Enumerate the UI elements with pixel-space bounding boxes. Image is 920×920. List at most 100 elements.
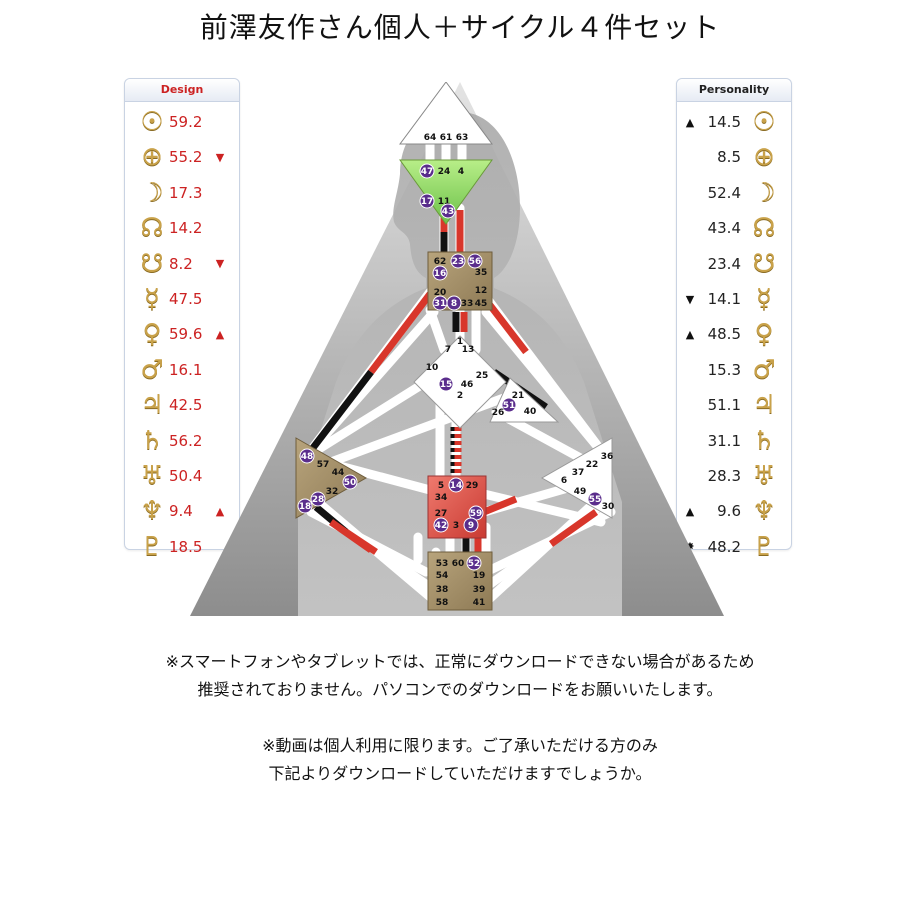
- mercury-icon: ☿: [144, 284, 160, 314]
- gate-label: 33: [461, 299, 474, 309]
- gate-activation-marker: [467, 253, 483, 269]
- gate-label: 29: [466, 481, 479, 491]
- mars-icon: ♂: [752, 354, 776, 385]
- personality-row: ✸48.2♇: [677, 532, 781, 562]
- gate-label: 15: [440, 380, 453, 390]
- mars-icon: ♂: [140, 354, 164, 385]
- gate-label: 30: [602, 502, 615, 512]
- head-center: [399, 82, 493, 145]
- design-row: ☋8.2▼: [135, 249, 239, 279]
- mercury-icon: ☿: [756, 284, 772, 314]
- design-row: ♅50.4: [135, 461, 239, 491]
- g-center: [413, 335, 507, 429]
- gate-label: 34: [435, 493, 448, 503]
- personality-value: 23.4: [707, 254, 741, 273]
- design-row: ⊕55.2▼: [135, 142, 239, 172]
- personality-row: 28.3♅: [677, 461, 781, 491]
- gate-label: 58: [436, 598, 449, 608]
- personality-arrow-icon: ▲: [685, 115, 695, 129]
- personality-arrow-icon: ▼: [685, 292, 695, 306]
- gate-label: 12: [475, 286, 488, 296]
- page-title: 前澤友作さん個人＋サイクル４件セット: [199, 11, 721, 44]
- earth-icon: ⊕: [141, 142, 163, 173]
- gate-label: 50: [344, 478, 357, 488]
- personality-value: 8.5: [717, 148, 741, 167]
- design-row: ♀59.6▲: [135, 319, 239, 349]
- gate-label: 41: [473, 598, 486, 608]
- south-node-icon: ☋: [752, 248, 776, 279]
- design-arrow-icon: ▼: [215, 257, 225, 271]
- design-value: 50.4: [169, 467, 203, 485]
- personality-value: 31.1: [707, 431, 741, 450]
- personality-arrow-icon: ▲: [685, 504, 695, 518]
- gate-label: 55: [589, 495, 602, 505]
- gate-activation-marker: [448, 477, 464, 493]
- sun-icon: ☉: [752, 107, 776, 137]
- personality-row: ▲9.6♆: [677, 496, 781, 526]
- design-arrow-icon: ▲: [215, 504, 225, 518]
- design-value: 16.1: [169, 360, 203, 379]
- gate-activation-marker: [342, 474, 358, 490]
- gate-label: 38: [436, 585, 449, 595]
- gate-label: 35: [475, 268, 488, 278]
- personality-value: 14.1: [707, 290, 741, 308]
- personality-value: 43.4: [707, 219, 741, 238]
- venus-icon: ♀: [142, 319, 162, 350]
- gate-activation-marker: [419, 163, 435, 179]
- personality-panel: Personality ▲14.5☉8.5⊕52.4☽43.4☊23.4☋▼14…: [676, 78, 792, 562]
- saturn-icon: ♄: [140, 425, 164, 456]
- gate-activation-marker: [463, 517, 479, 533]
- design-value: 55.2: [169, 148, 203, 167]
- jupiter-icon: ♃: [140, 390, 164, 421]
- gate-label: 31: [434, 299, 447, 309]
- personality-value: 48.2: [707, 537, 741, 556]
- gate-activation-marker: [587, 491, 603, 507]
- gate-label: 4: [458, 167, 464, 177]
- gate-label: 11: [438, 197, 451, 207]
- neptune-icon: ♆: [140, 496, 164, 527]
- gate-activation-marker: [466, 555, 482, 571]
- gate-activation-marker: [450, 253, 466, 269]
- venus-icon: ♀: [754, 319, 774, 350]
- design-row: ☊14.2: [135, 213, 239, 243]
- gate-label: 53: [436, 559, 449, 569]
- personality-value: 51.1: [707, 396, 741, 415]
- notes-2: ※動画は個人利用に限ります。ご了承いただける方のみ 下記よりダウンロードしていた…: [0, 732, 920, 788]
- personality-value: 9.6: [717, 502, 741, 521]
- design-value: 18.5: [169, 537, 203, 556]
- note-line-2: 推奨されておりません。パソコンでのダウンロードをお願いいたします。: [197, 680, 723, 699]
- design-value: 56.2: [169, 431, 203, 450]
- gate-label: 20: [434, 288, 447, 298]
- gate-label: 49: [574, 487, 587, 497]
- north-node-icon: ☊: [752, 213, 776, 244]
- design-row: ☿ 47.5: [135, 284, 239, 314]
- gate-label: 64: [424, 133, 437, 143]
- personality-value: 15.3: [707, 360, 741, 379]
- gate-label: 7: [445, 345, 451, 355]
- gate-activation-marker: [446, 295, 462, 311]
- gate-label: 1: [457, 337, 463, 347]
- gate-label: 16: [434, 269, 447, 279]
- earth-icon: ⊕: [753, 142, 775, 173]
- gate-label: 54: [436, 571, 449, 581]
- gate-activation-marker: [438, 376, 454, 392]
- gate-label: 27: [435, 509, 448, 519]
- design-value: 42.5: [169, 396, 203, 415]
- gate-label: 5: [438, 481, 444, 491]
- gate-activation-marker: [419, 193, 435, 209]
- gate-label: 60: [452, 559, 465, 569]
- gate-activation-marker: [299, 448, 315, 464]
- saturn-icon: ♄: [752, 425, 776, 456]
- design-value: 47.5: [169, 290, 203, 308]
- personality-row: 43.4 ☊: [677, 213, 781, 243]
- design-row: ♂ 16.1: [135, 355, 239, 385]
- gate-label: 37: [572, 468, 585, 478]
- uranus-icon: ♅: [752, 461, 776, 491]
- personality-row: 8.5 ⊕: [677, 142, 781, 172]
- gate-activation-marker: [440, 203, 456, 219]
- gate-label: 8: [451, 299, 457, 309]
- gate-label: 52: [468, 559, 481, 569]
- personality-row: ▲14.5☉: [677, 107, 781, 137]
- moon-icon: ☽: [752, 177, 776, 208]
- gate-label: 47: [421, 167, 434, 177]
